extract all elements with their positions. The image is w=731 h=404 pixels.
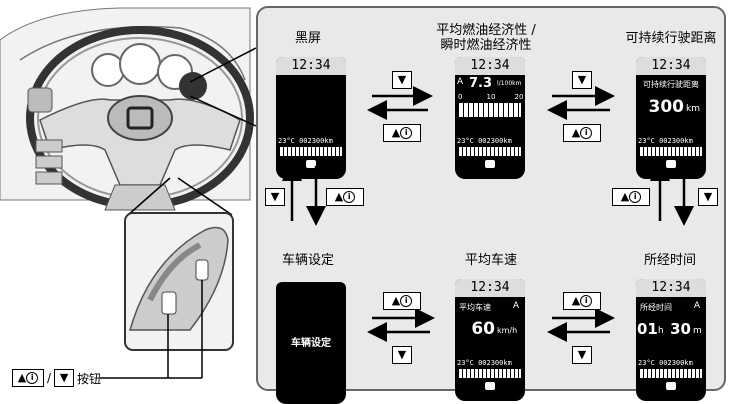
elapsed-inner-title: 所经时间 [640,303,672,312]
info-icon: i [580,295,593,307]
down-button[interactable]: ▼ [392,346,412,364]
blank-display: 12:34 23°C 002300km [276,57,346,179]
info-icon: i [580,127,593,139]
down-button[interactable]: ▼ [392,71,412,89]
fuel-pump-icon [666,382,676,390]
odometer: 002300km [478,137,512,145]
trip-a-label: A [457,77,464,87]
odometer: 002300km [659,359,693,367]
avg-speed-inner-title: 平均车速 [459,303,491,312]
odometer: 002300km [299,137,333,145]
legend-label: 按钮 [77,371,102,386]
up-info-button[interactable]: ▲i [326,188,364,206]
fuel-gauge [640,369,702,378]
odometer: 002300km [478,359,512,367]
settings-display: 车辆设定 [276,282,346,404]
button-legend: ▲i / ▼ 按钮 [12,369,101,387]
up-info-button[interactable]: ▲i [563,124,601,142]
fuel-economy-display: 12:34 A 7.3 l/100km 0 10 20 23°C 002300k… [455,57,525,179]
range-inner-title: 可持续行驶距离 [643,80,699,89]
fuel-gauge [459,147,521,156]
fuel-pump-icon [485,160,495,168]
blank-screen-title: 黑屏 [294,31,321,46]
elapsed-hours: 01 [637,320,658,338]
temperature: 23°C [638,137,655,145]
down-button-icon: ▼ [54,369,75,387]
fuel-pump-icon [666,160,676,168]
range-value: 300 [648,97,685,117]
clock: 12:34 [636,279,706,297]
fuel-gauge [640,147,702,156]
info-icon: i [343,191,356,203]
fuel-pump-icon [306,160,316,168]
clock: 12:34 [636,57,706,75]
avg-speed-display: 12:34 平均车速 A 60 km/h 23°C 002300km [455,279,525,401]
fuel-gauge [459,369,521,378]
range-title: 可持续行驶距离 [625,31,717,46]
down-button[interactable]: ▼ [265,188,285,206]
settings-inner-text: 车辆设定 [291,338,331,349]
up-info-button-icon: ▲i [12,369,44,387]
trip-a-label: A [693,301,701,311]
up-info-button[interactable]: ▲i [383,292,421,310]
scale-10: 10 [486,93,496,101]
temperature: 23°C [457,137,474,145]
down-button[interactable]: ▼ [698,188,718,206]
fuel-gauge [280,147,342,156]
info-icon: i [400,127,413,139]
fuel-economy-unit: l/100km [497,80,522,87]
down-button[interactable]: ▼ [572,346,592,364]
range-display: 12:34 可持续行驶距离 300 km 23°C 002300km [636,57,706,179]
fuel-economy-title-line1: 平均燃油经济性 / [436,23,536,38]
fuel-economy-title-line2: 瞬时燃油经济性 [440,38,532,53]
up-info-button[interactable]: ▲i [612,188,650,206]
temperature: 23°C [638,359,655,367]
legend-separator: / [47,371,52,385]
info-icon: i [629,191,642,203]
trip-a-label: A [512,301,520,311]
settings-title: 车辆设定 [281,253,334,268]
scale-0: 0 [458,93,463,101]
avg-speed-unit: km/h [497,326,518,335]
up-info-button[interactable]: ▲i [563,292,601,310]
info-icon: i [400,295,413,307]
transition-arrows [282,86,694,342]
avg-speed-title: 平均车速 [464,253,517,268]
range-unit: km [686,104,700,114]
up-info-button[interactable]: ▲i [383,124,421,142]
temperature: 23°C [457,359,474,367]
clock: 12:34 [276,57,346,75]
fuel-economy-value: 7.3 [469,76,493,91]
fuel-pump-icon [485,382,495,390]
elapsed-minutes: 30 [670,320,691,338]
clock: 12:34 [455,279,525,297]
down-button[interactable]: ▼ [572,71,592,89]
steering-wheel-illustration [0,7,257,379]
scale-20: 20 [514,93,524,101]
temperature: 23°C [278,137,295,145]
elapsed-time-display: 12:34 所经时间 A 01 h 30 m 23°C 002300km [636,279,706,401]
elapsed-time-title: 所经时间 [643,253,696,268]
clock: 12:34 [455,57,525,75]
instant-fuel-bar [459,103,521,117]
odometer: 002300km [659,137,693,145]
elapsed-h-unit: h [658,326,664,336]
avg-speed-value: 60 [471,319,495,339]
elapsed-m-unit: m [693,326,702,336]
